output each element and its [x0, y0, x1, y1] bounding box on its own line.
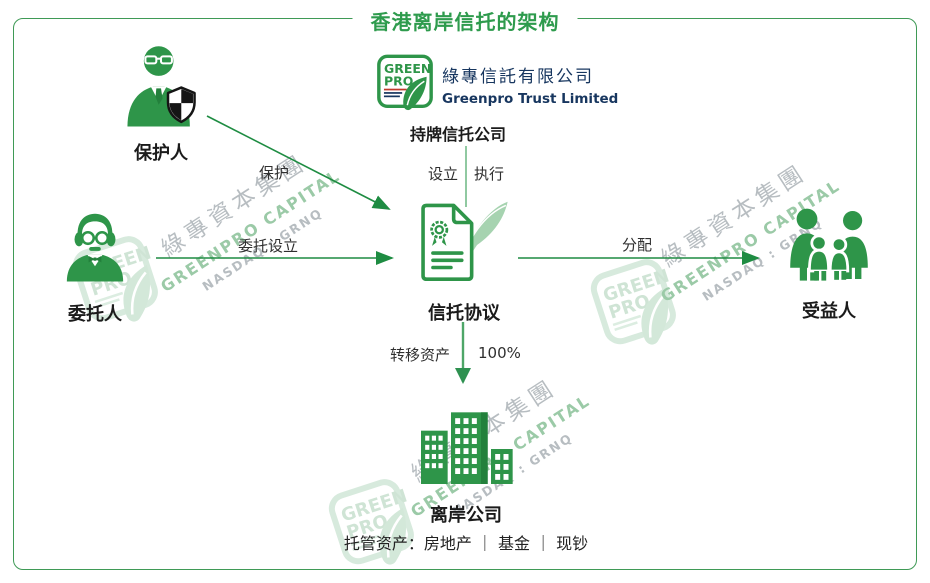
custody-assets-caption: 托管资产：房地产 ｜ 基金 ｜ 现钞 [343, 534, 589, 553]
edge-label-entrust: 委托设立 [238, 237, 299, 255]
watermark-greenpro-logo: GREEN PRO [590, 259, 676, 345]
edge-setup-execute-line [465, 146, 467, 207]
edge-entrust-arrow [156, 251, 394, 265]
node-offshore-company: 离岸公司 [414, 406, 518, 527]
beneficiary-label: 受益人 [802, 301, 856, 322]
edge-label-distribute: 分配 [622, 236, 653, 254]
edge-label-transfer-pct: 100% [478, 344, 521, 362]
node-beneficiary: 受益人 [783, 206, 875, 323]
svg-text:GREEN: GREEN [384, 61, 431, 76]
watermark-greenpro-logo: GREEN PRO [328, 479, 414, 565]
edge-label-protect: 保护 [259, 164, 290, 182]
node-settlor: 委托人 [52, 203, 138, 326]
trust-agreement-document-icon [421, 201, 508, 281]
page-title: 香港离岸信托的架构 [352, 6, 578, 35]
edge-label-transfer: 转移资产 [389, 346, 450, 364]
settlor-label: 委托人 [68, 304, 122, 325]
protector-label: 保护人 [134, 143, 188, 164]
trust-company-name-en: Greenpro Trust Limited [442, 91, 619, 107]
trust-company-name-zh: 綠專信託有限公司 [442, 67, 594, 87]
trust-company-names: 綠專信託有限公司 Greenpro Trust Limited [442, 62, 618, 107]
protector-person-shield-icon [127, 46, 196, 127]
node-trust-agreement: 信托协议 [410, 200, 518, 325]
trust-company-label: 持牌信托公司 [409, 125, 506, 144]
edge-label-execute: 执行 [474, 165, 505, 183]
settlor-elder-icon [66, 213, 124, 282]
edge-transfer-arrow [455, 322, 471, 384]
edge-protect-arrow [206, 115, 391, 210]
edge-distribute-arrow [518, 251, 760, 265]
node-protector: 保护人 [113, 42, 209, 165]
edge-label-setup: 设立 [427, 165, 458, 183]
greenpro-logo: GREEN PRO [377, 54, 433, 111]
offshore-company-buildings-icon [421, 412, 513, 484]
trust-agreement-label: 信托协议 [428, 303, 500, 324]
offshore-company-label: 离岸公司 [430, 505, 502, 526]
beneficiary-family-icon [790, 208, 868, 281]
svg-text:PRO: PRO [384, 73, 413, 88]
